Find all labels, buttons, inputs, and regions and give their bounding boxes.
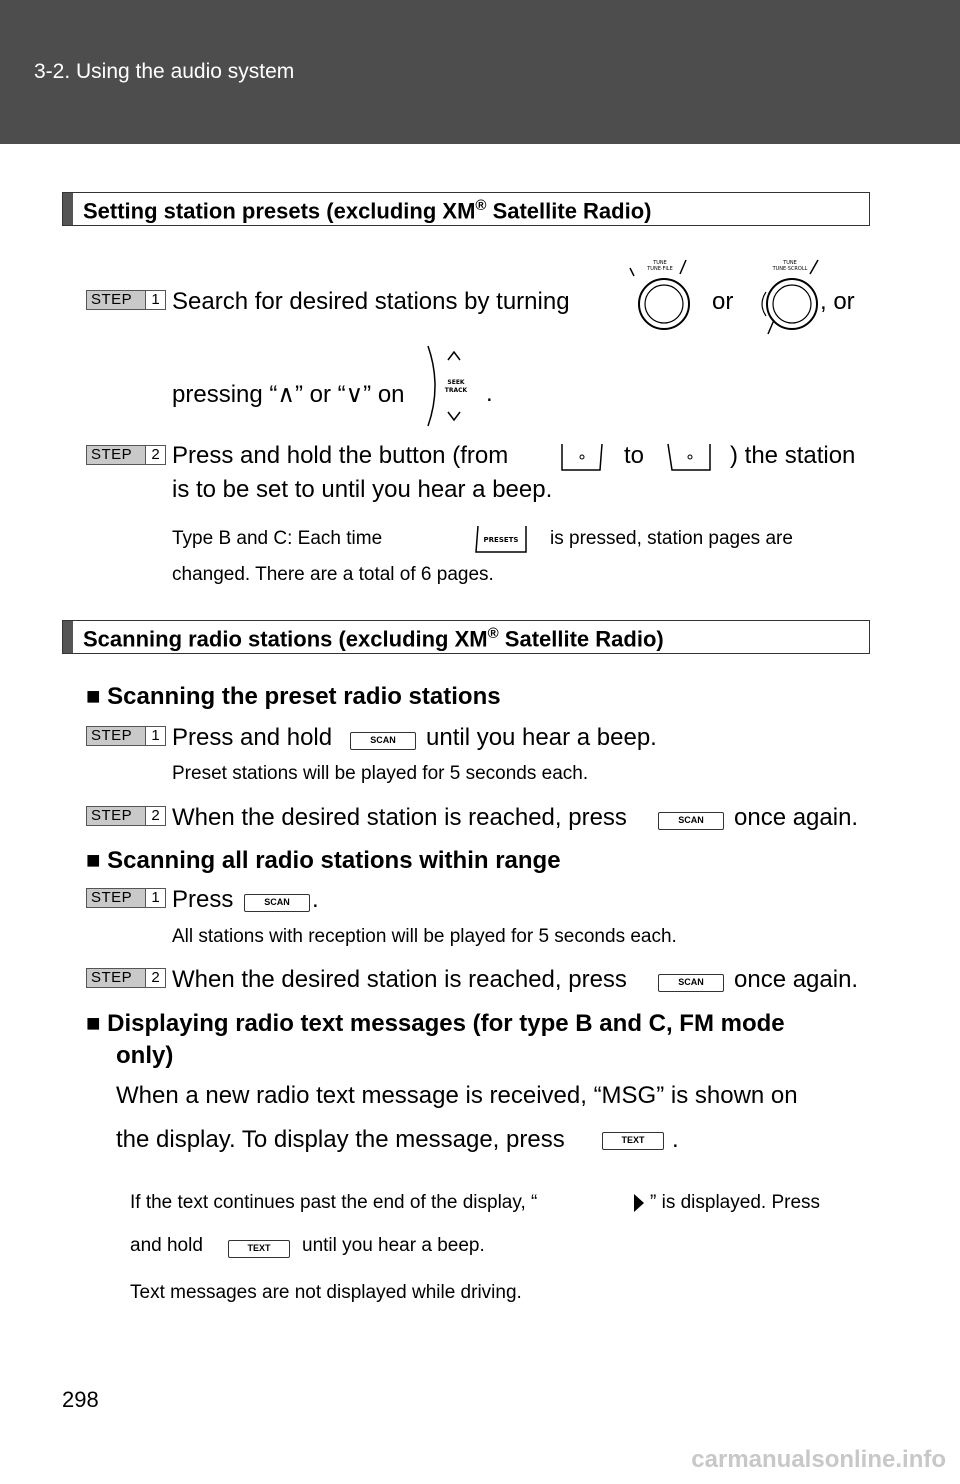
step-text: Press and hold the button (from [172,442,509,469]
step-text-to: to [624,442,645,469]
scan-button-icon: SCAN [350,732,416,750]
svg-text:TUNE·FILE: TUNE·FILE [646,266,673,272]
step-text-period: . [486,380,493,407]
subheading: ■ Scanning the preset radio stations [86,683,501,710]
scan-button-icon: SCAN [658,812,724,830]
svg-text:TUNE: TUNE [652,260,667,266]
presets-button-icon: PRESETS [475,525,527,553]
step-text: Press [172,886,234,913]
text-button-icon: TEXT [602,1132,664,1150]
step-text: When the desired station is reached, pre… [172,966,627,993]
body-text: . [672,1126,679,1153]
heading-text-tail: Satellite Radio) [486,198,652,224]
step-text-or: or [712,288,734,315]
section-heading-scanning: Scanning radio stations (excluding XM® S… [62,620,870,654]
heading-bar [63,621,73,653]
note-text: Text messages are not displayed while dr… [130,1282,522,1303]
seek-track-button-icon: SEEK TRACK [427,345,468,427]
svg-text:TUNE: TUNE [782,260,797,266]
step-text-tail: , or [820,288,855,315]
heading-text-tail: Satellite Radio) [498,626,664,652]
registered-mark: ® [475,197,487,214]
note-text: All stations with reception will be play… [172,926,677,947]
arrow-right-icon [634,1194,644,1212]
svg-text:PRESETS: PRESETS [484,536,519,544]
note-text: and hold [130,1235,203,1256]
heading-bar [63,193,73,225]
svg-text:TUNE·SCROLL: TUNE·SCROLL [772,266,808,272]
section-breadcrumb: 3-2. Using the audio system [34,60,295,83]
step-text: is to be set to until you hear a beep. [172,476,553,503]
note-text: is pressed, station pages are [550,528,793,549]
scan-button-icon: SCAN [658,974,724,992]
step-text-tail: ) the station [730,442,856,469]
page-number: 298 [62,1387,99,1412]
scan-button-icon: SCAN [244,894,310,912]
subheading: ■ Scanning all radio stations within ran… [86,847,561,874]
subheading: ■ Displaying radio text messages (for ty… [86,1010,785,1037]
step-text: once again. [734,966,859,993]
tune-knob-icon: TUNE TUNE·FILE [629,259,690,330]
registered-mark: ® [487,625,499,642]
body-text: the display. To display the message, pre… [116,1126,565,1153]
note-text: until you hear a beep. [302,1235,485,1256]
text-button-icon: TEXT [228,1240,290,1258]
step-text: When the desired station is reached, pre… [172,804,627,831]
note-text: If the text continues past the end of th… [130,1192,538,1213]
note-text: ” is displayed. Press [650,1192,821,1213]
svg-text:TRACK: TRACK [445,387,468,394]
heading-text: Scanning radio stations (excluding XM [83,626,488,652]
svg-text:SEEK: SEEK [447,379,465,386]
watermark: carmanualsonline.info [691,1446,946,1473]
subheading: only) [116,1042,174,1069]
step-text: until you hear a beep. [426,724,657,751]
step-text: once again. [734,804,859,831]
note-text: changed. There are a total of 6 pages. [172,564,494,585]
step-text: Search for desired stations by turning [172,288,570,315]
page-header: 3-2. Using the audio system [0,0,960,144]
body-text: When a new radio text message is receive… [116,1082,798,1109]
tune-scroll-knob-icon: TUNE TUNE·SCROLL [761,259,819,335]
heading-text: Setting station presets (excluding XM [83,198,476,224]
note-text: Type B and C: Each time [172,528,383,549]
note-text: Preset stations will be played for 5 sec… [172,763,589,784]
step-text: Press and hold [172,724,333,751]
preset-button-1-icon [561,443,603,471]
step-text: . [312,886,319,913]
preset-button-6-icon [667,443,711,471]
section-heading-presets: Setting station presets (excluding XM® S… [62,192,870,226]
step-text: pressing “∧” or “∨” on [172,381,405,408]
